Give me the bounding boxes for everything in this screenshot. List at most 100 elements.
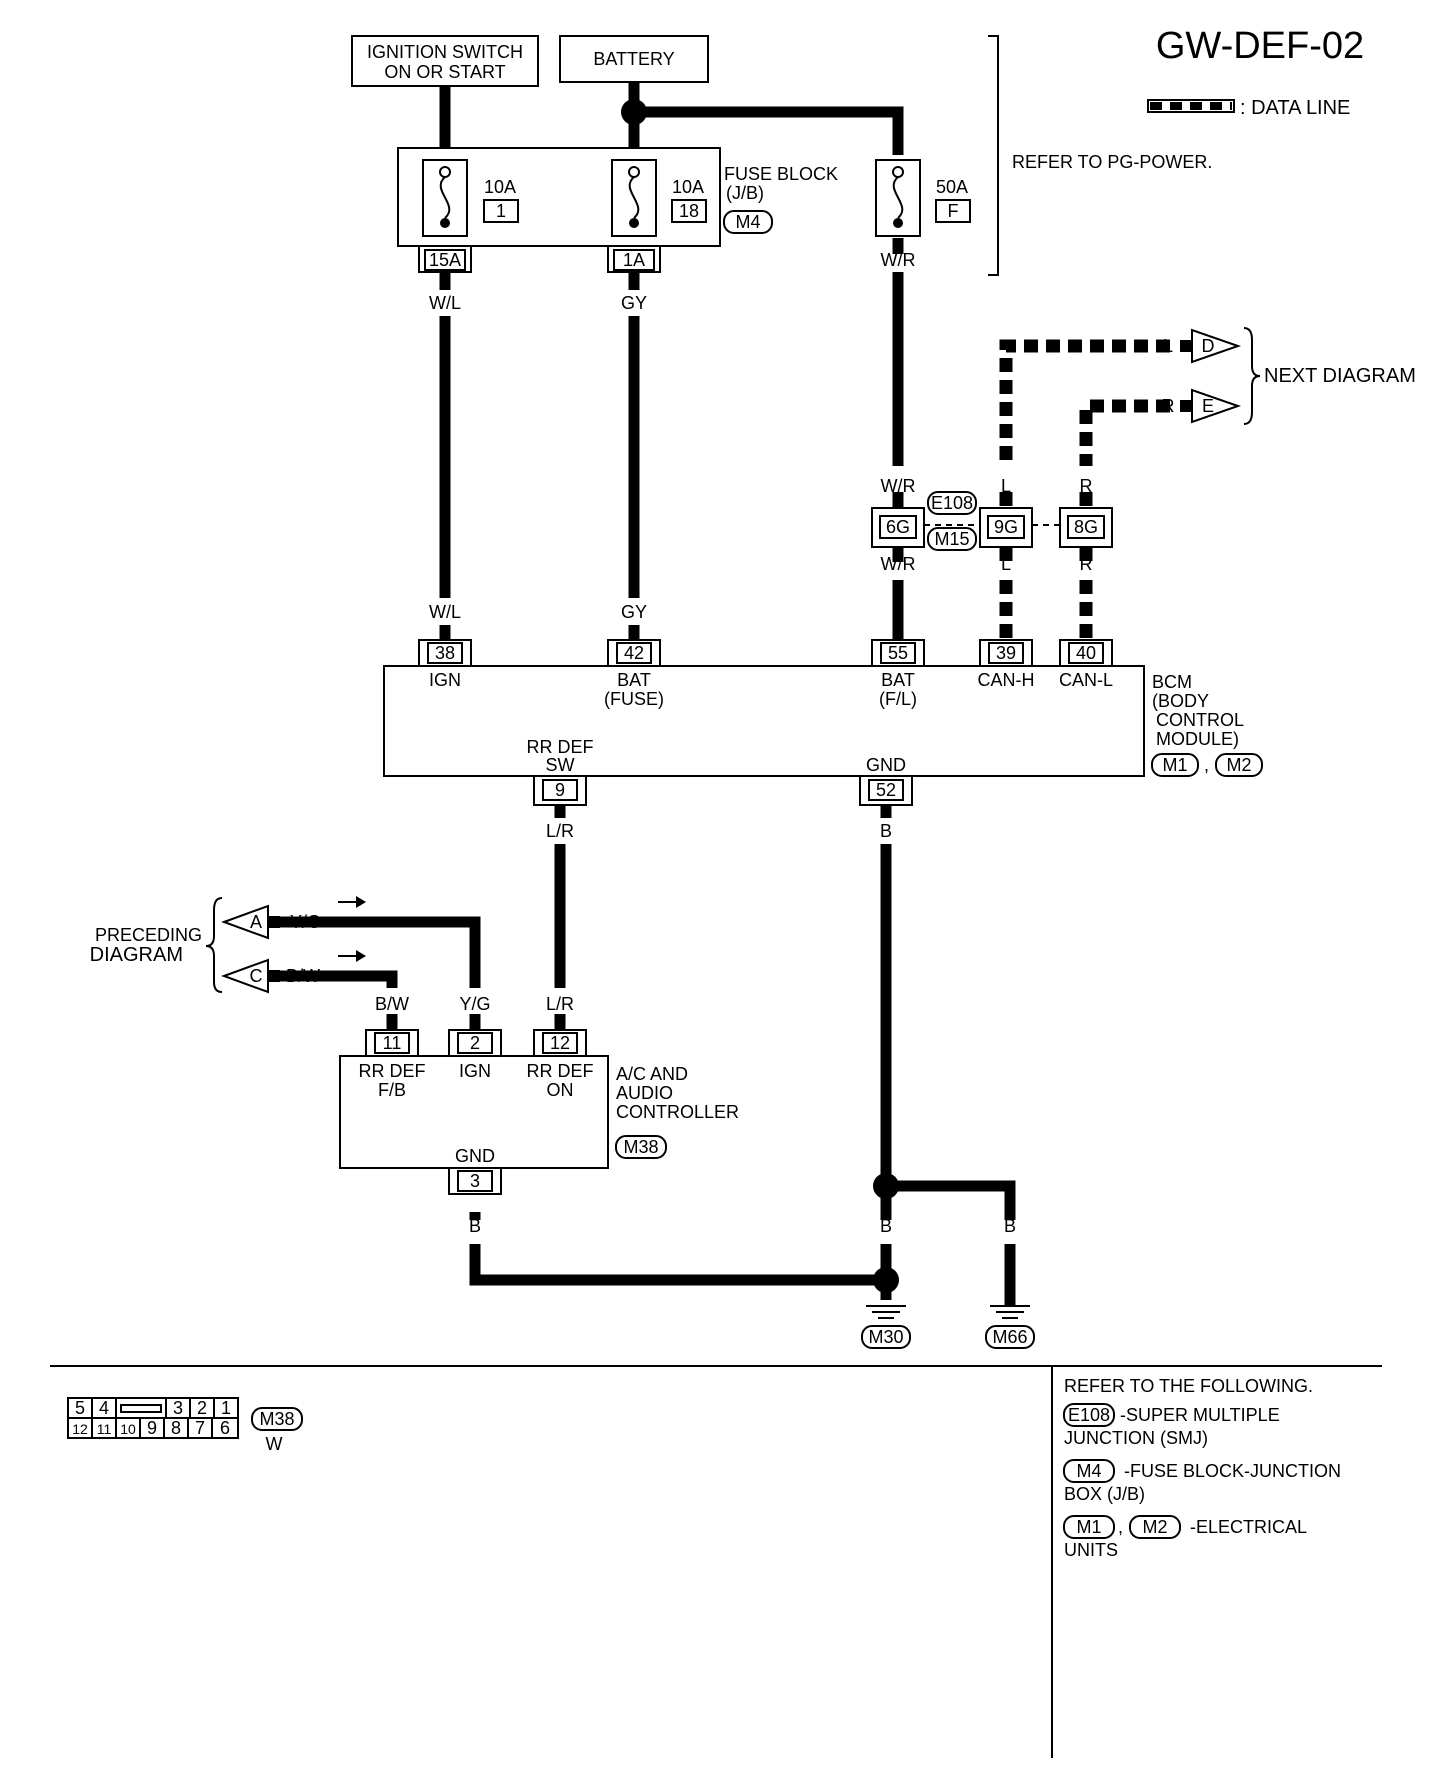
next-d-stub	[1180, 340, 1192, 352]
cv-pin-4: 4	[99, 1398, 109, 1418]
refs-m2-connector	[1129, 1515, 1181, 1539]
wire-label-wr-j-lower: W/R	[881, 554, 916, 574]
connector-m15	[927, 527, 977, 551]
direction-arrow-bw	[338, 950, 366, 962]
wire-label-b-upper: B	[880, 821, 892, 841]
wire-label-wr-j-upper: W/R	[881, 476, 916, 496]
fuse-1-number: 1	[496, 201, 506, 221]
cv-pin-5: 5	[75, 1398, 85, 1418]
wire-label-gy-upper: GY	[621, 293, 647, 313]
bcm-connector-m1-label: M1	[1162, 755, 1187, 775]
wire-label-l-j-upper: L	[1001, 476, 1011, 496]
ac-rrdef-on-2: ON	[547, 1080, 574, 1100]
ac-ign-label: IGN	[459, 1061, 491, 1081]
ac-name-1: A/C AND	[616, 1064, 688, 1084]
bcm-pin-42-label: 42	[624, 643, 644, 663]
wire-label-r-j-lower: R	[1080, 554, 1093, 574]
next-diagram-d: D	[1191, 328, 1242, 364]
cv-pin-9: 9	[147, 1418, 157, 1438]
wire-label-wl-lower: W/L	[429, 602, 461, 622]
ground-connector-m66	[985, 1325, 1035, 1349]
joint-6g-label: 6G	[886, 517, 910, 537]
bcm-pin-40: 40	[1059, 639, 1113, 666]
wire-label-l-next: L	[1163, 336, 1173, 356]
ground-splice-lower	[873, 1267, 899, 1293]
data-line-legend: : DATA LINE	[1147, 97, 1350, 119]
cv-pin-6: 6	[220, 1418, 230, 1438]
diagram-title: GW-DEF-02	[1156, 25, 1364, 67]
refs-m-desc-1: -ELECTRICAL	[1190, 1517, 1307, 1537]
wire-label-b-gnd-m66: B	[1004, 1216, 1016, 1236]
ac-rrdef-fb-2: F/B	[378, 1080, 406, 1100]
preceding-diagram-c-label: C	[250, 966, 263, 986]
wire-label-lr-ac: L/R	[546, 994, 574, 1014]
preceding-label-1: PRECEDING	[95, 925, 202, 945]
ignition-switch-label-1: IGNITION SWITCH	[367, 42, 523, 62]
refs-m2-label: M2	[1142, 1517, 1167, 1537]
ac-connector-m38	[615, 1135, 667, 1159]
next-e-stub	[1180, 400, 1192, 412]
joint-9g: 9G	[979, 507, 1033, 548]
fuse-f-number: F	[948, 201, 959, 221]
bcm-bat-fl-sub: (F/L)	[879, 689, 917, 709]
battery-label: BATTERY	[593, 49, 674, 69]
fuse-1-box	[483, 199, 519, 223]
ac-pin-3-label: 3	[470, 1171, 480, 1191]
pg-power-refer: REFER TO PG-POWER.	[1012, 152, 1212, 172]
bcm-ign-label: IGN	[429, 670, 461, 690]
bcm-pin-38: 38	[418, 639, 472, 666]
ground-connector-m30	[861, 1325, 911, 1349]
wire-label-yg-ac: Y/G	[459, 994, 490, 1014]
ac-controller-box	[339, 1055, 609, 1169]
cv-pin-7: 7	[195, 1418, 205, 1438]
ac-connector-m38-label: M38	[623, 1137, 658, 1157]
cv-pin-3: 3	[173, 1398, 183, 1418]
ground-symbol-m66	[990, 1305, 1030, 1319]
fuse-f-box	[935, 199, 971, 223]
bcm-bat-fuse-label: BAT	[617, 670, 651, 690]
bcm-name-4: MODULE)	[1156, 729, 1239, 749]
wire-label-r-j-upper: R	[1080, 476, 1093, 496]
bcm-canl-label: CAN-L	[1059, 670, 1113, 690]
preceding-label-2: DIAGRAM	[90, 944, 183, 966]
bcm-box	[383, 665, 1145, 777]
ac-pin-11-label: 11	[383, 1033, 402, 1053]
refs-m4-desc-2: BOX (J/B)	[1064, 1484, 1145, 1504]
cv-connector-m38-label: M38	[259, 1409, 294, 1429]
data-line-legend-label: : DATA LINE	[1240, 97, 1350, 119]
battery-splice	[621, 99, 647, 125]
ac-name-3: CONTROLLER	[616, 1102, 739, 1122]
preceding-diagram-c: C	[221, 958, 269, 994]
bcm-connector-m2	[1215, 753, 1263, 777]
wire-label-wl-upper: W/L	[429, 293, 461, 313]
fuse-block-label-1: FUSE BLOCK	[724, 164, 838, 184]
ground-m30-label: M30	[868, 1327, 903, 1347]
pg-power-bracket	[988, 35, 999, 276]
terminal-1a-label: 1A	[623, 250, 645, 270]
refs-m1-connector	[1063, 1515, 1115, 1539]
fuse-block-label-2: (J/B)	[726, 183, 764, 203]
joint-8g-label: 8G	[1074, 517, 1098, 537]
direction-arrow-yg	[338, 896, 366, 908]
bcm-bat-fl-label: BAT	[881, 670, 915, 690]
next-diagram-e-label: E	[1202, 396, 1214, 416]
ac-pin-2-label: 2	[470, 1033, 480, 1053]
wire-label-r-next: R	[1162, 396, 1175, 416]
wire-label-wr-fuse: W/R	[881, 250, 916, 270]
joint-8g: 8G	[1059, 507, 1113, 548]
bcm-pin-39-label: 39	[996, 643, 1016, 663]
bcm-name-3: CONTROL	[1156, 710, 1244, 730]
refs-m4-desc-1: -FUSE BLOCK-JUNCTION	[1124, 1461, 1341, 1481]
wire-label-gy-lower: GY	[621, 602, 647, 622]
fuse-50a	[875, 159, 921, 237]
fuse-18-amp: 10A	[672, 177, 704, 197]
ac-rrdef-on-1: RR DEF	[527, 1061, 594, 1081]
cv-pin-10: 10	[120, 1421, 136, 1437]
preceding-brace	[205, 897, 223, 993]
ac-rrdef-fb-1: RR DEF	[359, 1061, 426, 1081]
can-data-lines	[999, 339, 1170, 640]
wire-label-b-ac: B	[469, 1216, 481, 1236]
refs-m4-connector	[1063, 1459, 1115, 1483]
bcm-gnd-label: GND	[866, 755, 906, 775]
